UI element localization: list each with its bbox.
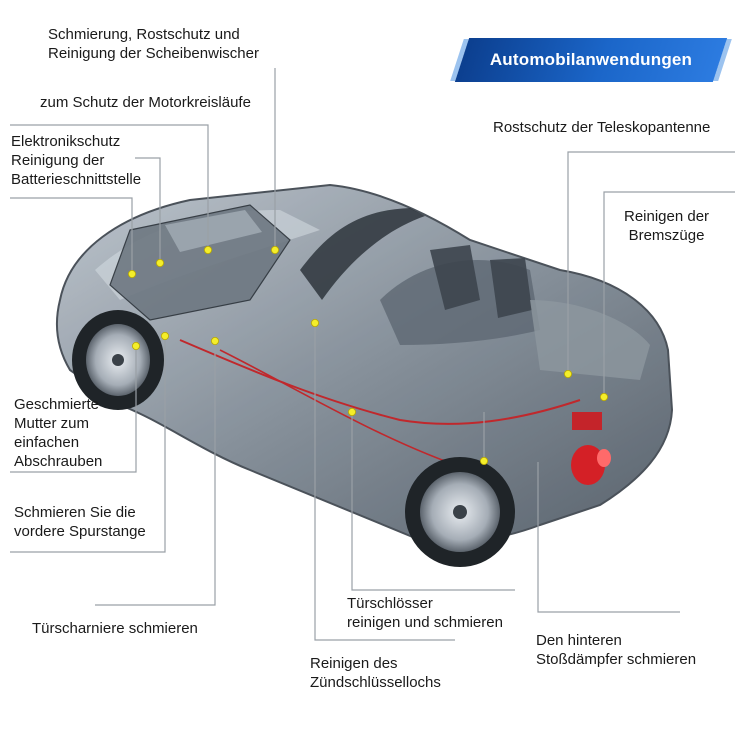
banner-title: Automobilanwendungen [489,50,693,69]
marker-antenna [564,369,573,378]
label-electronics: Elektronikschutz Reinigung der Batteries… [11,133,142,188]
label-damper: Den hinteren Stoßdämpfer schmieren [536,632,697,668]
label-tierod: Schmieren Sie die vordere Spurstange [14,504,146,540]
marker-electronics-b [127,269,136,278]
label-hinge: Türscharniere schmieren [32,620,198,637]
rear-wheel [405,457,515,567]
marker-electronics-a [155,258,164,267]
marker-dots [127,245,609,465]
front-wheel [72,310,164,410]
label-lock: Türschlösser reinigen und schmieren [347,595,503,631]
marker-tierod [160,331,169,340]
marker-ignition [310,318,319,327]
marker-nut [131,341,140,350]
car-body [56,183,674,543]
marker-damper [479,456,488,465]
marker-wiper [270,245,279,254]
title-banner: Automobilanwendungen [454,38,728,82]
label-motor: zum Schutz der Motorkreisläufe [40,94,251,111]
marker-brake [600,392,609,401]
label-nut: Geschmierte Mutter zum einfachen Abschra… [14,396,103,470]
label-brake: Reinigen der Bremszüge [624,208,710,244]
marker-motor [203,245,212,254]
marker-lock [347,407,356,416]
label-ignition: Reinigen des Zündschlüssellochs [310,655,441,691]
leader-lines [10,68,735,641]
label-wiper: Schmierung, Rostschutz und Reinigung der… [48,26,259,62]
label-antenna: Rostschutz der Teleskopantenne [493,119,711,136]
marker-hinge [210,336,219,345]
